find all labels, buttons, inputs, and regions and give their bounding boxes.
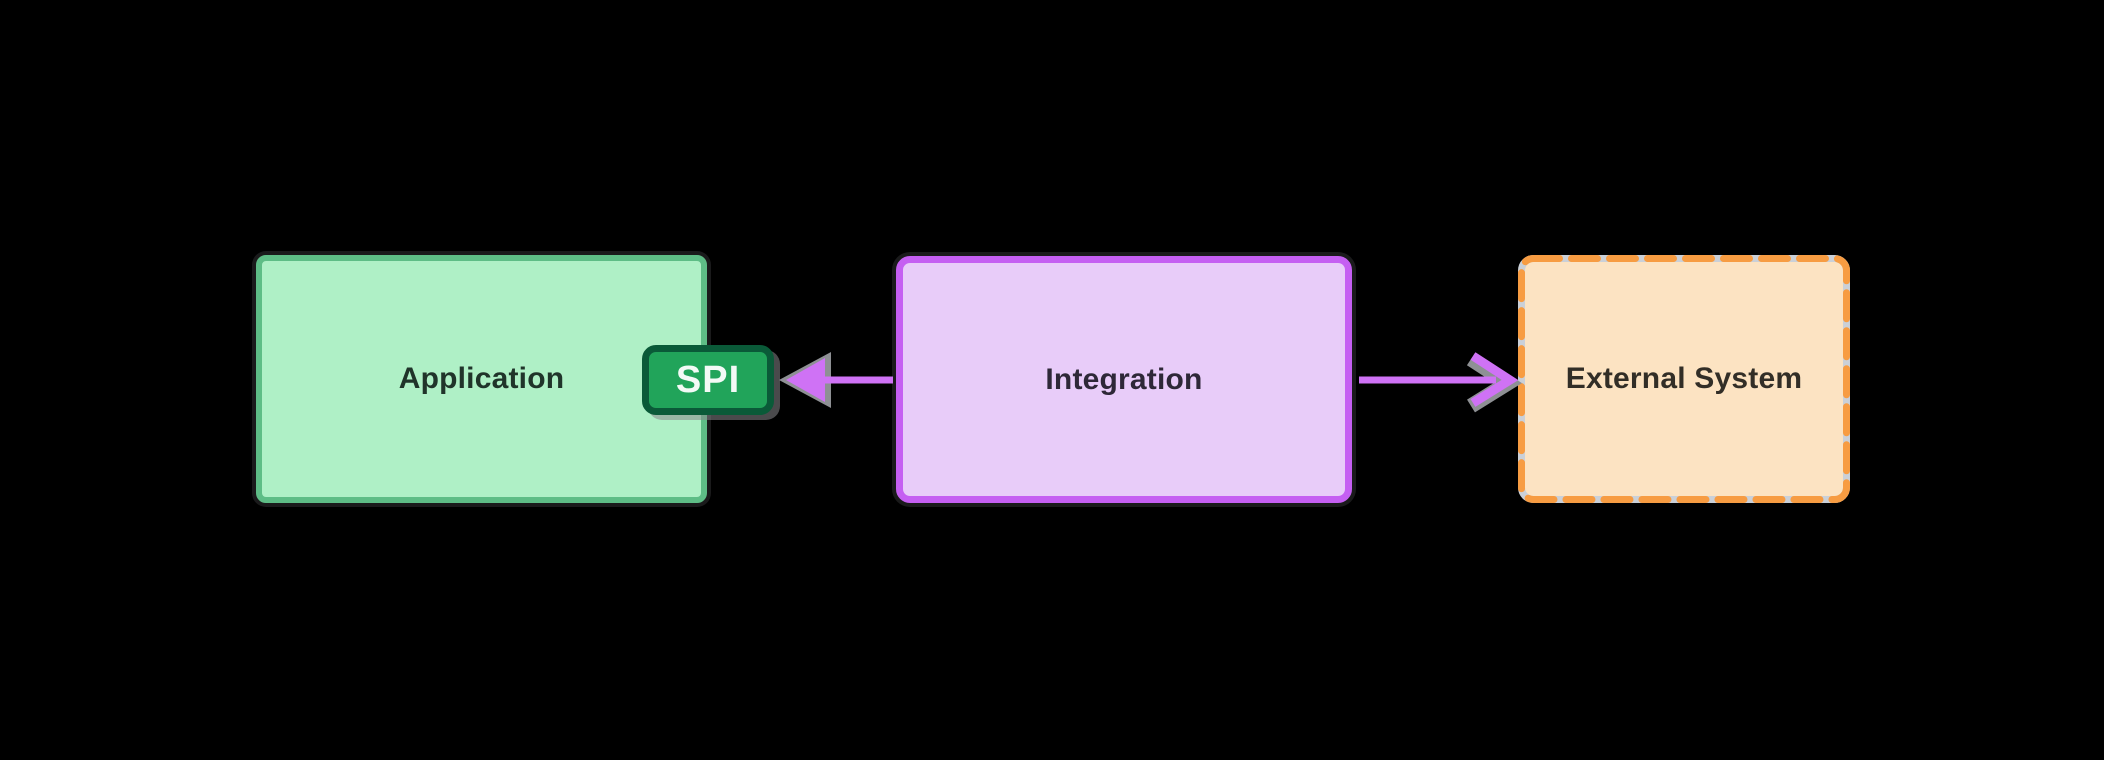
arrow-line — [1359, 376, 1496, 384]
integration-label: Integration — [1045, 362, 1203, 396]
node-external-system: External System — [1518, 255, 1850, 503]
arrowhead-chevron — [1470, 352, 1519, 407]
node-application: Application — [256, 255, 707, 503]
spi-badge: SPI — [642, 345, 774, 415]
dashed-border-icon — [1518, 255, 1850, 503]
spi-label: SPI — [675, 358, 741, 401]
arrow-integration-to-external-icon — [1359, 352, 1522, 413]
arrow-line — [822, 376, 893, 384]
node-integration: Integration — [896, 256, 1352, 503]
arrow-integration-to-spi-icon — [779, 352, 893, 408]
application-label: Application — [398, 362, 565, 395]
arrowhead-triangle — [786, 358, 825, 402]
